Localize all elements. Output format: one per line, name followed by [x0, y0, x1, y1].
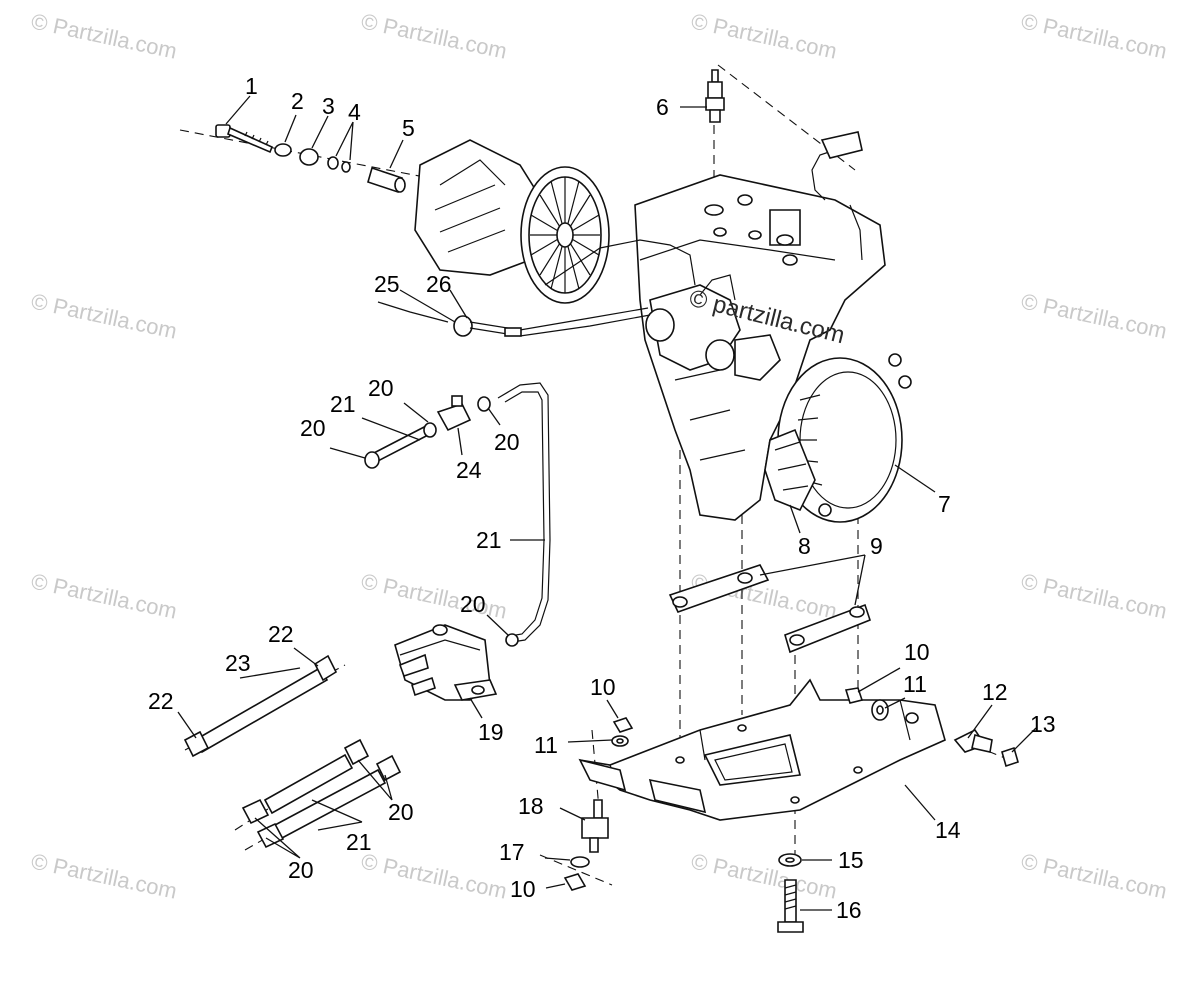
- callout-20: 20: [288, 857, 314, 883]
- bolt-stack: [215, 124, 406, 194]
- callout-21: 21: [346, 829, 372, 855]
- watermark: © Partzilla.com: [29, 288, 179, 343]
- fuel-line-upper: [364, 382, 551, 647]
- callout-20: 20: [368, 375, 394, 401]
- callout-24: 24: [456, 457, 482, 483]
- callout-4: 4: [348, 99, 361, 125]
- callout-25: 25: [374, 271, 400, 297]
- callout-18: 18: [518, 793, 544, 819]
- callout-26: 26: [426, 271, 452, 297]
- callout-6: 6: [656, 94, 669, 120]
- callout-16: 16: [836, 897, 862, 923]
- callout-21: 21: [330, 391, 356, 417]
- callout-11: 11: [903, 671, 927, 697]
- callout-9: 9: [870, 533, 883, 559]
- watermark: © Partzilla.com: [359, 8, 509, 63]
- watermark: © Partzilla.com: [359, 848, 509, 903]
- throttle-cable: [377, 301, 651, 337]
- callout-2: 2: [291, 88, 304, 114]
- callout-10: 10: [590, 674, 616, 700]
- callout-12: 12: [982, 679, 1008, 705]
- callout-20: 20: [388, 799, 414, 825]
- callout-22: 22: [268, 621, 294, 647]
- callout-8: 8: [798, 533, 811, 559]
- watermark: © Partzilla.com: [689, 8, 839, 63]
- engine-block: [544, 131, 912, 523]
- callout-20: 20: [460, 591, 486, 617]
- callout-17: 17: [499, 839, 525, 865]
- watermark: © Partzilla.com: [1019, 288, 1169, 343]
- callout-10: 10: [904, 639, 930, 665]
- callout-23: 23: [225, 650, 251, 676]
- callout-20: 20: [300, 415, 326, 441]
- callout-13: 13: [1030, 711, 1056, 737]
- callout-11: 11: [534, 732, 558, 758]
- watermark: © Partzilla.com: [1019, 848, 1169, 903]
- callout-labels: 1 2 3 4 5 6 7 8 9 10 10 10 11 11 12 13 1…: [148, 73, 1056, 923]
- callout-3: 3: [322, 93, 335, 119]
- fuel-hoses-lower: [183, 654, 402, 849]
- callout-19: 19: [478, 719, 504, 745]
- callout-15: 15: [838, 847, 864, 873]
- watermark: © Partzilla.com: [1019, 568, 1169, 623]
- watermark: © Partzilla.com: [29, 568, 179, 623]
- callout-10: 10: [510, 876, 536, 902]
- callout-1: 1: [245, 73, 258, 99]
- callout-7: 7: [938, 491, 951, 517]
- callout-14: 14: [935, 817, 961, 843]
- watermark: © Partzilla.com: [689, 848, 839, 903]
- callout-21: 21: [476, 527, 502, 553]
- spark-plug: [705, 69, 725, 123]
- leader-lines: [177, 95, 1037, 911]
- hardware: [563, 687, 1019, 933]
- fuel-pump: [394, 624, 498, 701]
- engine-mount-plate: [578, 678, 946, 821]
- watermark: © Partzilla.com: [29, 848, 179, 903]
- callout-22: 22: [148, 688, 174, 714]
- callout-20: 20: [494, 429, 520, 455]
- drive-clutch: [414, 139, 610, 304]
- watermark: © Partzilla.com: [1019, 8, 1169, 63]
- watermark: © Partzilla.com: [29, 8, 179, 63]
- mount-brackets: [668, 564, 871, 654]
- callout-5: 5: [402, 115, 415, 141]
